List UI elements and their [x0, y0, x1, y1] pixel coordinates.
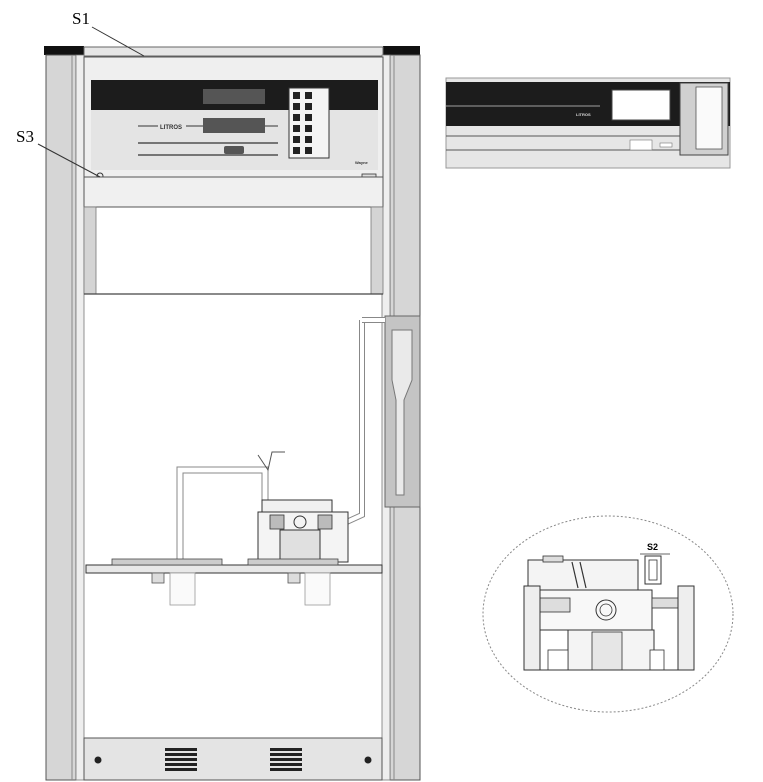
litros-label: LITROS [160, 125, 182, 131]
display-window-top [203, 89, 265, 104]
side-display-panel: LITROS [445, 77, 731, 169]
callout-s3-label: S3 [16, 127, 34, 146]
display-window-liters [203, 118, 265, 133]
nozzle-holster [338, 315, 421, 528]
display-head: LITROS Wayne [83, 56, 384, 185]
bottom-grille [83, 737, 383, 781]
callout-s2-label: S2 [647, 542, 658, 552]
hydraulic-module [85, 451, 383, 606]
callout-s1: S1 [72, 9, 145, 57]
keypad [288, 87, 330, 159]
brand-label: Wayne [355, 160, 369, 165]
side-litros-label: LITROS [576, 112, 591, 117]
callout-s1-label: S1 [72, 9, 90, 28]
callout-s3: S3 [16, 127, 101, 178]
detail-ellipse: S2 [482, 515, 734, 713]
